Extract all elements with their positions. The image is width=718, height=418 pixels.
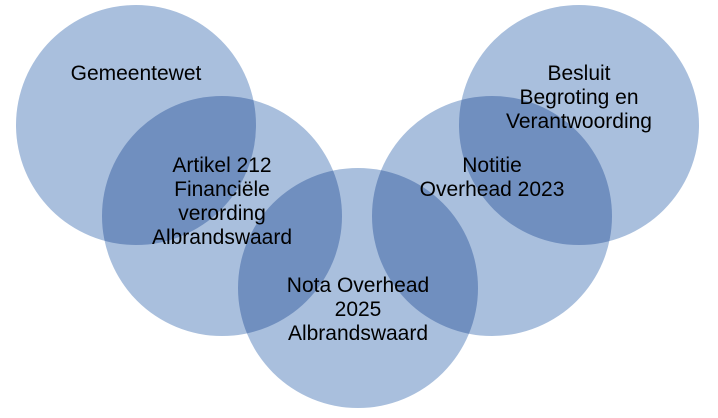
label-line: Begroting en	[519, 86, 639, 109]
label-line: Verantwoording	[506, 110, 652, 133]
label-line: Artikel 212	[172, 154, 272, 177]
label-line: Overhead 2023	[419, 178, 565, 201]
label-line: Nota Overhead	[286, 274, 430, 297]
label-nota-overhead-2025: Nota Overhead 2025 Albrandswaard	[258, 274, 458, 346]
label-line: Notitie	[462, 154, 522, 177]
label-besluit-begroting: Besluit Begroting en Verantwoording	[479, 62, 679, 134]
label-line: verording	[178, 202, 266, 225]
label-gemeentewet: Gemeentewet	[36, 62, 236, 86]
label-line: 2025	[334, 298, 382, 321]
label-notitie-overhead-2023: Notitie Overhead 2023	[392, 154, 592, 202]
label-line: Financiële	[174, 178, 270, 201]
circle-besluit-begroting	[459, 5, 699, 245]
label-line: Albrandswaard	[151, 226, 293, 249]
label-artikel-212: Artikel 212 Financiële verording Albrand…	[122, 154, 322, 250]
label-line: Gemeentewet	[70, 62, 202, 85]
label-line: Albrandswaard	[287, 322, 429, 345]
label-line: Besluit	[547, 62, 611, 85]
